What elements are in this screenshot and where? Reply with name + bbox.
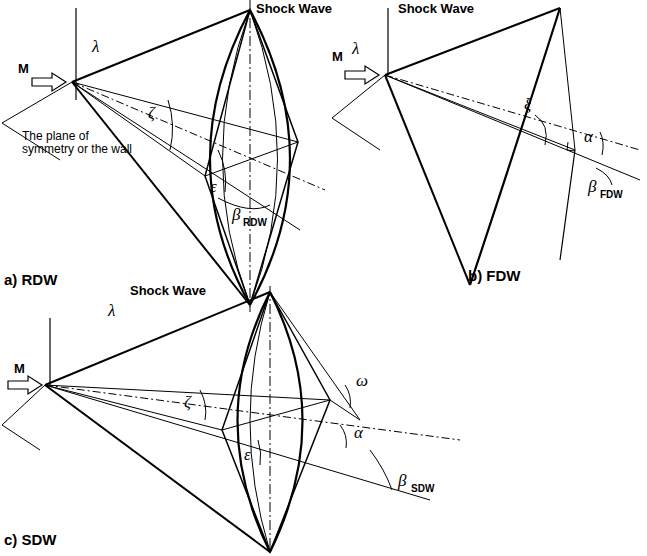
angle-label: α xyxy=(584,128,593,147)
angle-label: α xyxy=(354,424,363,443)
angle-label: λ xyxy=(108,302,115,321)
angle-label: ε xyxy=(244,446,251,465)
mach-label: M xyxy=(14,362,25,376)
angle-label: β xyxy=(398,472,406,491)
angle-label: ζ xyxy=(184,393,191,412)
angle-label: ξ xyxy=(524,96,531,115)
shock-label: Shock Wave xyxy=(130,284,206,298)
angle-label: λ xyxy=(92,38,99,57)
angle-label: ε xyxy=(210,178,217,197)
plane-note: The plane of symmetry or the wall xyxy=(22,130,140,156)
angle-subscript: FDW xyxy=(600,189,623,200)
mach-label: M xyxy=(332,50,343,64)
angle-label: β xyxy=(588,178,596,197)
angle-label: ω xyxy=(356,372,368,391)
angle-label: ζ xyxy=(148,104,155,123)
panel-caption: b) FDW xyxy=(468,268,520,285)
panel-caption: a) RDW xyxy=(4,272,57,289)
angle-subscript: SDW xyxy=(411,483,434,494)
shock-label: Shock Wave xyxy=(256,2,332,16)
angle-label: λ xyxy=(352,40,359,59)
angle-label: β xyxy=(232,206,240,225)
shock-label: Shock Wave xyxy=(398,2,474,16)
panel-caption: c) SDW xyxy=(4,532,57,549)
mach-label: M xyxy=(18,62,29,76)
angle-subscript: RDW xyxy=(243,217,267,228)
